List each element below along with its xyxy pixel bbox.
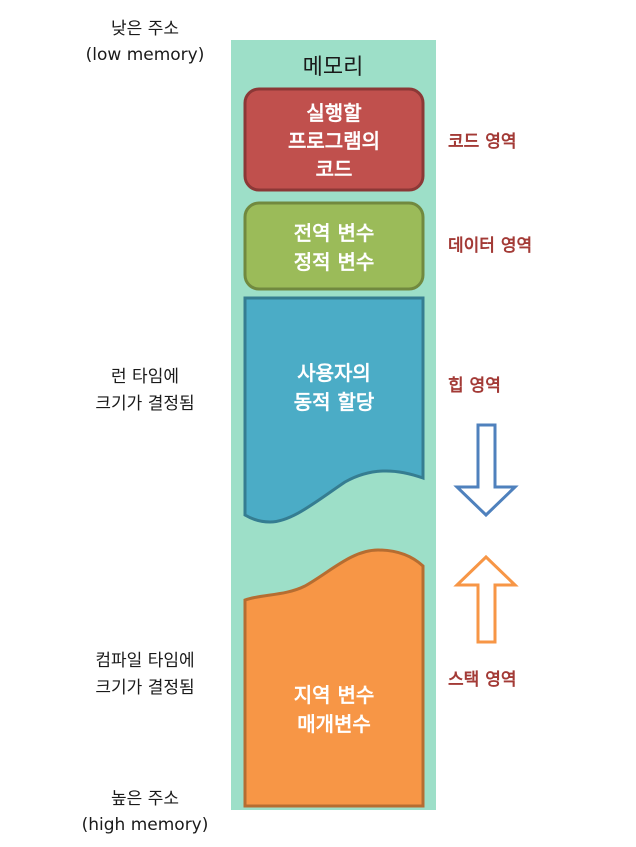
low-address-sublabel: (low memory) — [86, 45, 205, 65]
compile-note-line2: 크기가 결정됨 — [95, 678, 194, 698]
stack-block — [243, 548, 425, 808]
heap-region-label: 힙 영역 — [448, 375, 501, 396]
stack-block-line1: 지역 변수 — [294, 683, 375, 707]
data-block-line2: 정적 변수 — [294, 250, 375, 274]
stack-region-label: 스택 영역 — [448, 670, 516, 690]
data-block-line1: 전역 변수 — [294, 221, 375, 245]
code-block — [243, 87, 425, 192]
stack-growth-arrow-icon — [453, 554, 519, 644]
code-block-line1: 실행할 — [306, 101, 362, 125]
data-region-label: 데이터 영역 — [448, 236, 532, 256]
code-region-label: 코드 영역 — [448, 132, 516, 152]
memory-title: 메모리 — [303, 55, 364, 80]
runtime-note-line1: 런 타임에 — [111, 367, 179, 387]
low-address-label: 낮은 주소 — [111, 19, 179, 39]
heap-block — [243, 296, 425, 524]
high-address-sublabel: (high memory) — [82, 815, 209, 835]
runtime-note-line2: 크기가 결정됨 — [95, 394, 194, 414]
code-block-line3: 코드 — [316, 157, 353, 181]
high-address-label: 높은 주소 — [111, 789, 179, 809]
data-block — [243, 201, 425, 291]
code-block-line2: 프로그램의 — [288, 129, 380, 153]
heap-block-line2: 동적 할당 — [294, 390, 375, 414]
compile-note-line1: 컴파일 타임에 — [95, 651, 194, 671]
stack-block-line2: 매개변수 — [297, 712, 371, 736]
heap-growth-arrow-icon — [453, 423, 519, 518]
heap-block-line1: 사용자의 — [297, 361, 371, 385]
